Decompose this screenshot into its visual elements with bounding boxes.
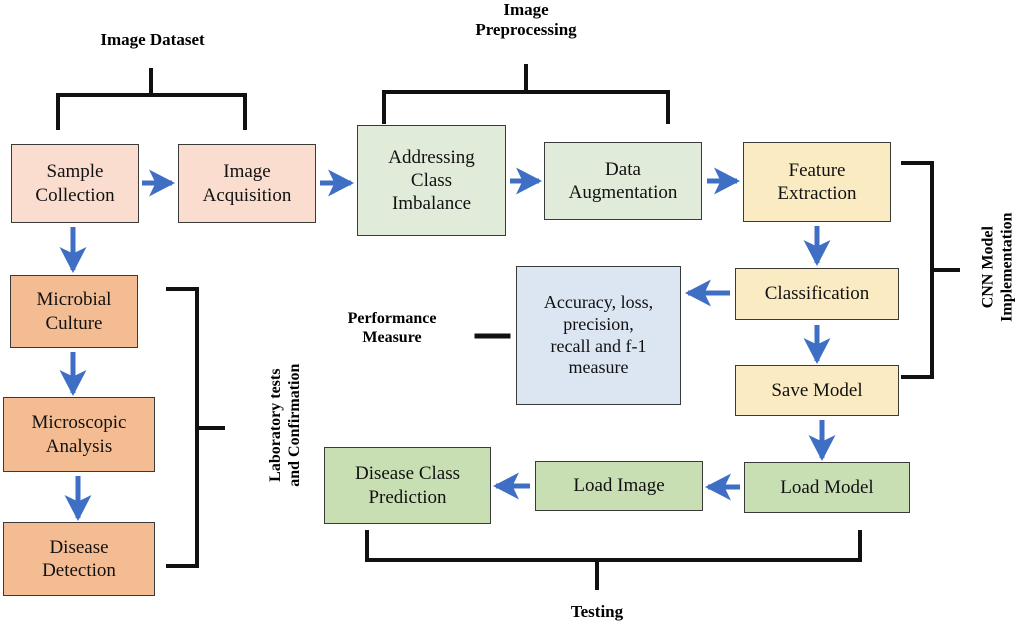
- box-image-acquisition[interactable]: Image Acquisition: [178, 144, 316, 223]
- box-microscopic-analysis[interactable]: Microscopic Analysis: [3, 397, 155, 472]
- bracket-image-preprocessing: [382, 64, 670, 124]
- box-feature-extraction[interactable]: Feature Extraction: [743, 142, 891, 222]
- box-disease-class-prediction[interactable]: Disease Class Prediction: [324, 447, 491, 524]
- label-laboratory-tests: Laboratory tests and Confirmation: [266, 363, 303, 487]
- label-image-dataset: Image Dataset: [100, 30, 205, 49]
- box-sample-collection[interactable]: Sample Collection: [11, 144, 139, 223]
- label-performance-measure: Performance Measure: [347, 310, 437, 346]
- box-disease-detection[interactable]: Disease Detection: [3, 522, 155, 596]
- box-save-model[interactable]: Save Model: [735, 365, 899, 416]
- box-microbial-culture[interactable]: Microbial Culture: [10, 275, 138, 348]
- box-load-model[interactable]: Load Model: [744, 462, 910, 513]
- bracket-laboratory-tests: [166, 287, 225, 568]
- box-data-augmentation[interactable]: Data Augmentation: [544, 142, 702, 220]
- label-image-preprocessing: Image Preprocessing: [475, 0, 577, 40]
- box-classification[interactable]: Classification: [735, 268, 899, 320]
- box-performance-metrics[interactable]: Accuracy, loss, precision, recall and f-…: [516, 266, 681, 405]
- label-testing: Testing: [570, 602, 624, 621]
- bracket-testing: [365, 530, 862, 590]
- bracket-image-dataset: [56, 68, 247, 130]
- box-load-image[interactable]: Load Image: [535, 461, 703, 511]
- box-addressing-class-imbalance[interactable]: Addressing Class Imbalance: [357, 125, 506, 236]
- bracket-cnn-model: [901, 161, 960, 379]
- label-cnn-model: CNN Model Implementation: [979, 212, 1016, 322]
